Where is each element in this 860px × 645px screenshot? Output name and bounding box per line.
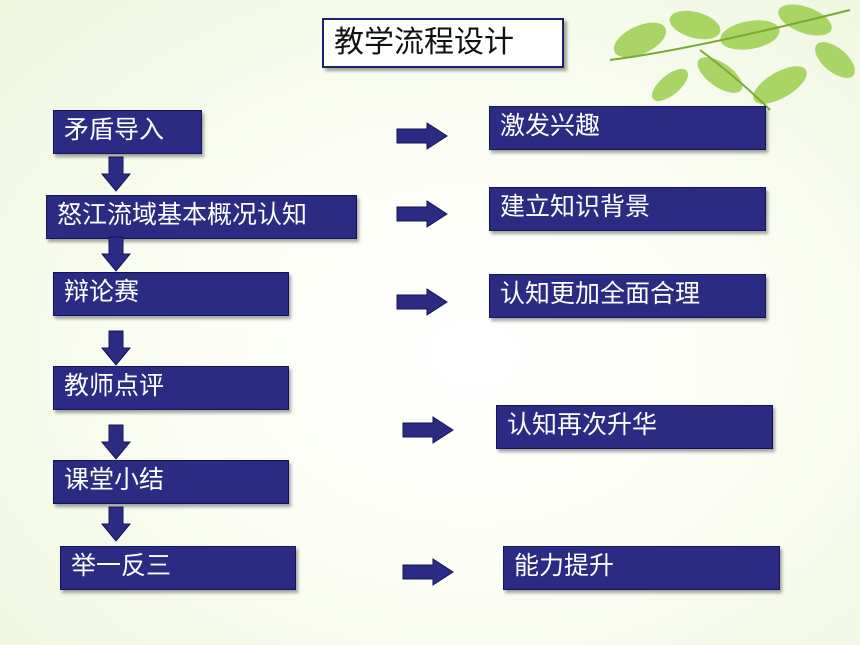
outcome-box: 认知更加全面合理 [489,274,766,318]
down-arrow-icon [101,424,131,460]
outcome-box: 激发兴趣 [489,106,766,150]
right-arrow-icon [402,558,454,586]
page-title: 教学流程设计 [322,18,564,68]
down-arrow-icon [101,236,131,272]
leaves-icon [609,4,855,111]
down-arrow-icon [101,330,131,366]
step-box: 教师点评 [53,366,289,410]
outcome-box: 认知再次升华 [496,405,773,449]
down-arrow-icon [101,506,131,542]
right-arrow-icon [396,122,448,150]
outcome-box: 建立知识背景 [489,187,766,231]
step-box: 课堂小结 [53,460,289,504]
step-box: 矛盾导入 [53,110,202,154]
outcome-box: 能力提升 [503,546,780,590]
step-box: 辩论赛 [53,272,289,316]
right-arrow-icon [396,200,448,228]
step-box: 举一反三 [60,546,296,590]
right-arrow-icon [402,416,454,444]
right-arrow-icon [396,288,448,316]
down-arrow-icon [101,156,131,192]
step-box: 怒江流域基本概况认知 [46,195,357,239]
